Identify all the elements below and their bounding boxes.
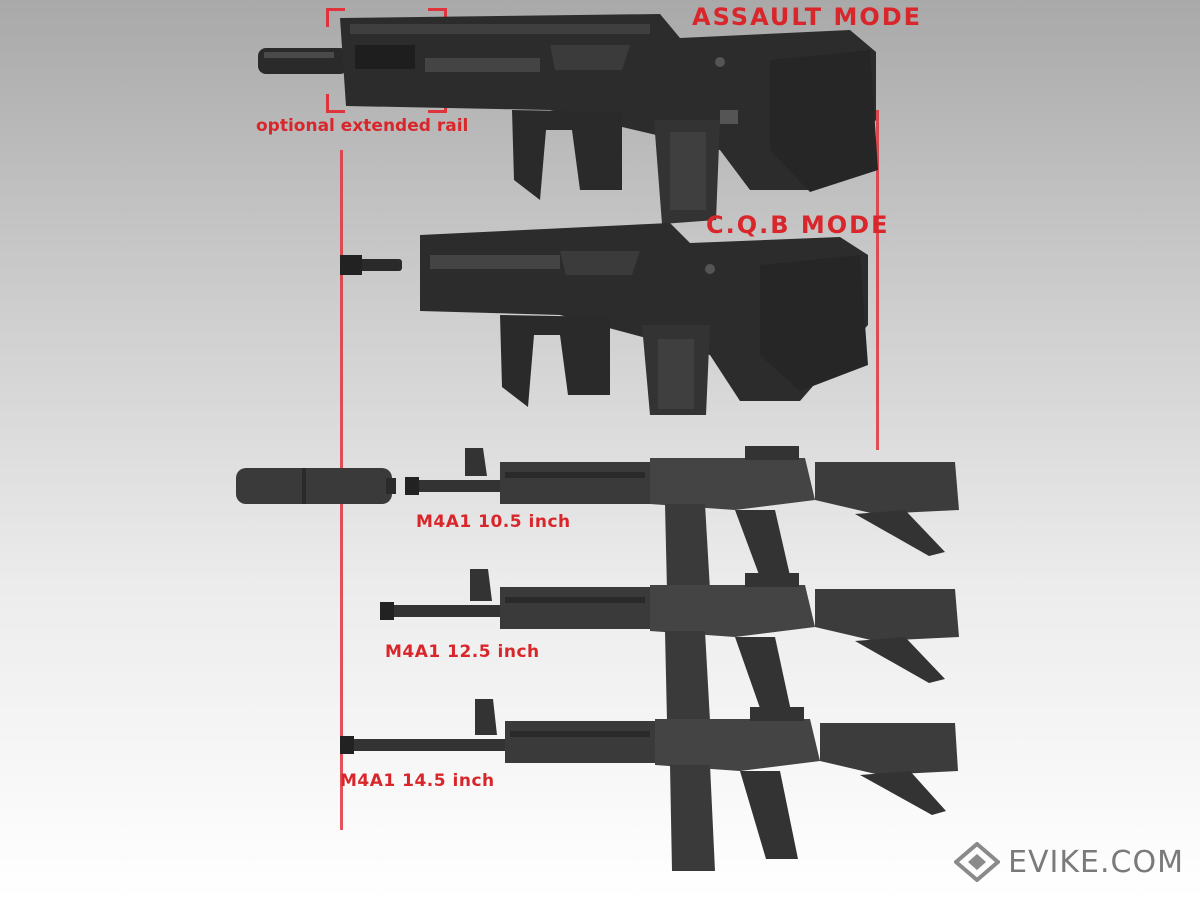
assault-mode-label: ASSAULT MODE [692, 3, 923, 31]
evike-watermark: EVIKE.COM [954, 842, 1184, 882]
m4a1-14-5-inch-image [340, 699, 958, 871]
bracket-top-left [326, 8, 345, 27]
suppressor-image [236, 468, 396, 504]
bullpup-cqb-mode-image [340, 223, 868, 415]
m4a1-10-5-inch-image [405, 446, 959, 590]
m4a1-14-5-label: M4A1 14.5 inch [340, 771, 495, 791]
m4a1-12-5-label: M4A1 12.5 inch [385, 642, 540, 662]
bracket-bottom-left [326, 94, 345, 113]
watermark-text: EVIKE.COM [1008, 844, 1184, 880]
evike-logo-icon [954, 842, 1001, 882]
bullpup-assault-mode-image [258, 14, 878, 224]
m4a1-12-5-inch-image [380, 569, 959, 721]
guide-line-right [876, 110, 879, 450]
m4a1-10-5-label: M4A1 10.5 inch [416, 512, 571, 532]
cqb-mode-label: C.Q.B MODE [706, 211, 890, 239]
optional-rail-label: optional extended rail [256, 116, 469, 136]
